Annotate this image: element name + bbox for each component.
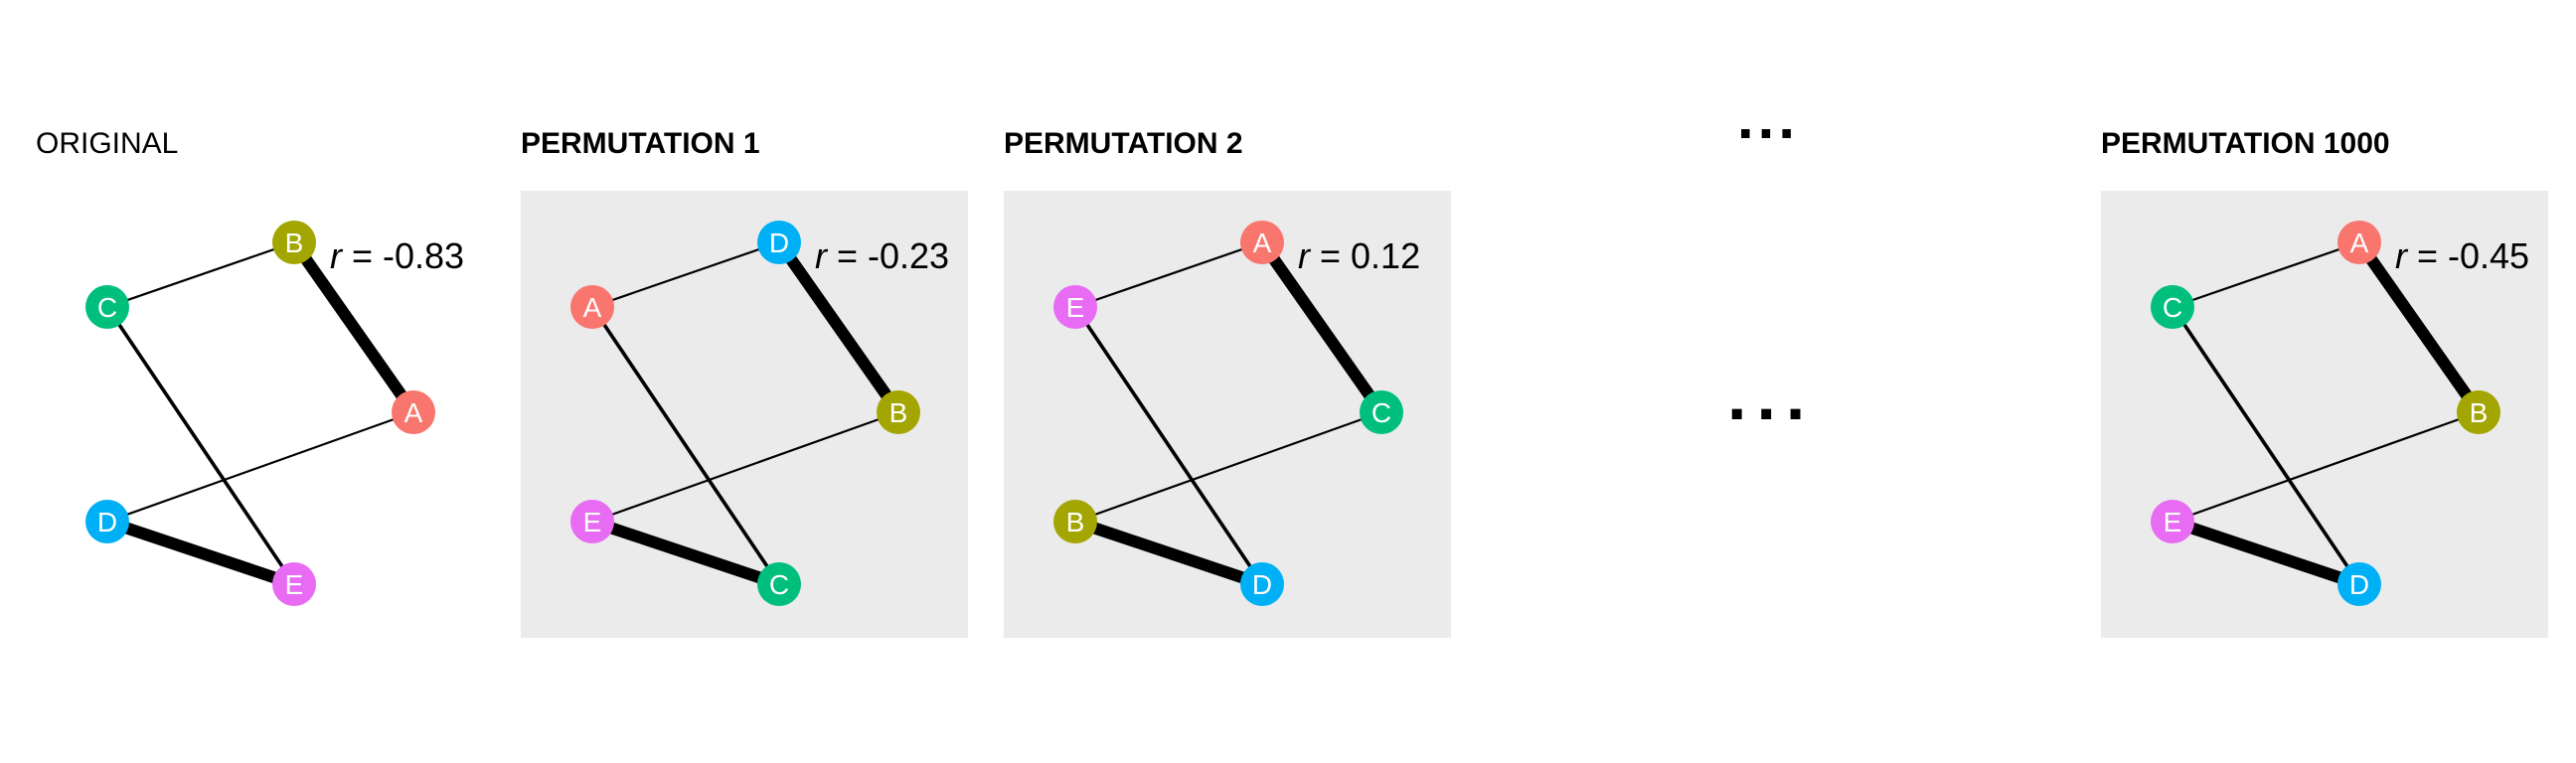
correlation-symbol: r [815, 235, 829, 276]
graph-edge [105, 516, 296, 590]
graph-node-label: D [97, 507, 117, 537]
graph-node-b [877, 390, 920, 434]
correlation-symbol: r [330, 235, 344, 276]
graph-node-d [2337, 562, 2381, 606]
graph-edge [289, 238, 418, 416]
graph-edge [106, 410, 414, 524]
graph-node-label: C [97, 292, 117, 323]
correlation-symbol: r [2395, 235, 2409, 276]
correlation-value: = -0.23 [827, 235, 949, 276]
graph-node-c [2151, 285, 2194, 329]
panel-title-permutation-1: PERMUTATION 1 [521, 127, 760, 160]
graph-node-c [85, 285, 129, 329]
graph-edge [1074, 240, 1263, 309]
graph-edge [1073, 305, 1264, 586]
graph-node-label: B [889, 397, 908, 428]
graph-node-e [1053, 285, 1097, 329]
ellipsis-top: ... [1737, 84, 1800, 151]
graph-edge [774, 238, 903, 416]
graph-edge [591, 410, 899, 524]
graph-edge [2172, 410, 2480, 524]
graph-edge [2171, 305, 2361, 586]
graph-edge [590, 516, 781, 590]
correlation-symbol: r [1298, 235, 1312, 276]
graph-edge [2354, 238, 2484, 416]
graph-node-label: A [2350, 228, 2369, 258]
graph-node-c [1360, 390, 1403, 434]
graph-node-label: C [1371, 397, 1391, 428]
graph-edge [1074, 410, 1382, 524]
graph-edge [591, 240, 780, 309]
graph-node-label: E [2164, 507, 2182, 537]
correlation-label: r = -0.83 [330, 235, 464, 276]
graph-node-a [392, 390, 435, 434]
graph-node-a [570, 285, 614, 329]
graph-node-c [757, 562, 801, 606]
graph-node-label: D [2349, 569, 2369, 600]
graph-panel-1: A D B E Cr = -0.23 [570, 221, 949, 606]
graph-node-e [272, 562, 316, 606]
graph-panel-3: C A B E Dr = -0.45 [2151, 221, 2529, 606]
graph-node-label: B [2470, 397, 2489, 428]
panel-title-permutation-1000: PERMUTATION 1000 [2101, 127, 2390, 160]
graph-node-label: A [404, 397, 423, 428]
ellipsis-middle: ... [1727, 357, 1816, 434]
correlation-label: r = -0.23 [815, 235, 949, 276]
graph-node-b [272, 221, 316, 264]
graph-node-label: D [769, 228, 789, 258]
graph-node-label: D [1252, 569, 1272, 600]
graph-node-label: E [583, 507, 602, 537]
graph-edge [105, 305, 296, 586]
graph-node-d [1240, 562, 1284, 606]
graph-edge [1073, 516, 1264, 590]
graph-node-label: A [583, 292, 602, 323]
correlation-value: = 0.12 [1310, 235, 1420, 276]
correlation-label: r = 0.12 [1298, 235, 1420, 276]
graph-panel-0: C B A D Er = -0.83 [85, 221, 464, 606]
graph-panel-2: E A C B Dr = 0.12 [1053, 221, 1420, 606]
graph-node-d [757, 221, 801, 264]
graph-node-d [85, 500, 129, 543]
graph-edge [1257, 238, 1386, 416]
panel-title-permutation-2: PERMUTATION 2 [1004, 127, 1243, 160]
graph-node-label: C [769, 569, 789, 600]
graph-node-a [1240, 221, 1284, 264]
graph-node-label: A [1253, 228, 1272, 258]
graph-node-e [2151, 500, 2194, 543]
graph-node-a [2337, 221, 2381, 264]
correlation-value: = -0.83 [342, 235, 464, 276]
graph-edge [590, 305, 781, 586]
graph-node-label: E [285, 569, 304, 600]
correlation-label: r = -0.45 [2395, 235, 2529, 276]
graph-node-b [2457, 390, 2500, 434]
graph-edge [2172, 240, 2360, 309]
graph-edge [106, 240, 295, 309]
correlation-value: = -0.45 [2407, 235, 2529, 276]
graph-node-label: C [2163, 292, 2182, 323]
graph-node-label: E [1066, 292, 1085, 323]
graph-node-label: B [285, 228, 304, 258]
graph-node-b [1053, 500, 1097, 543]
panel-title-original: ORIGINAL [36, 127, 179, 160]
graph-node-label: B [1066, 507, 1085, 537]
graph-node-e [570, 500, 614, 543]
graph-edge [2171, 516, 2361, 590]
